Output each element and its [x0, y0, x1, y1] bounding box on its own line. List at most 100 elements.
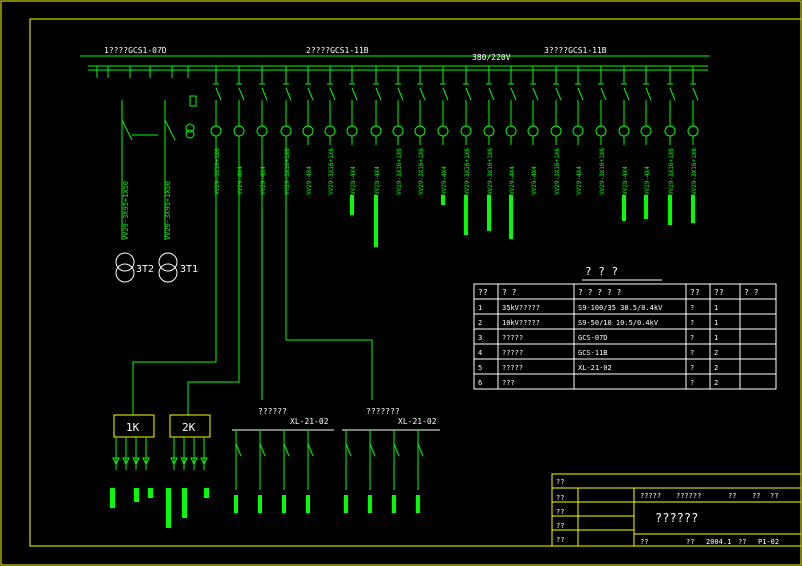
feeder-cable-label: VV29-3X16+1X6: [668, 148, 675, 195]
feeder-load-bar: [622, 195, 626, 221]
subpanel-switch: [307, 443, 314, 457]
title-block-top-cell: ??????: [676, 492, 701, 500]
feeder-cable-label: VV29-4X4: [441, 166, 448, 195]
title-block-top-cell: ?????: [640, 492, 661, 500]
title-block-bottom-cell: ??: [640, 538, 648, 546]
feeder-18: [595, 66, 607, 145]
table-cell: XL-21-02: [578, 364, 612, 372]
feeder-cable-label: VV29-3X16+1X6: [418, 148, 425, 195]
feeder-load-bar: [464, 195, 468, 235]
cabinet-load-bar: [148, 488, 153, 498]
cabinet-load-bar: [110, 488, 115, 508]
cabinet-load-bar: [166, 488, 171, 528]
table-header-cell: ? ?: [744, 288, 759, 297]
feeder-cable-label: VV29-3X16+1X6: [214, 148, 221, 195]
table-cell: S9-50/10 10.5/0.4kV: [578, 319, 659, 327]
title-block-bottom-cell: ??: [738, 538, 746, 546]
title-block-label: ??: [556, 522, 564, 530]
feeder-19: [618, 66, 630, 145]
feeder-12: [460, 66, 472, 145]
title-block-bottom-cell: 2004.1: [706, 538, 731, 546]
subpanel-a-type: XL-21-02: [290, 417, 329, 426]
feeder-17: [572, 66, 584, 145]
transformer-3t2: [115, 252, 135, 283]
feeder-9: [392, 66, 404, 145]
feeder-2: [233, 66, 245, 145]
table-cell: ?????: [502, 349, 523, 357]
subpanel-switch: [345, 443, 352, 457]
subpanel-load-bar: [234, 495, 238, 513]
distribution-lines: [132, 140, 373, 415]
left-cable-label-a: VV29-3X95+1X50: [122, 181, 130, 240]
bus-label-section1: 1????GCS1-07D: [104, 46, 167, 55]
table-cell: 10kV?????: [502, 319, 540, 327]
cabinet-load-bar: [204, 488, 209, 498]
feeder-cable-label: VV29-3X16+1X6: [487, 148, 494, 195]
table-cell: 1: [478, 304, 482, 312]
title-block-top-cell: ??: [752, 492, 760, 500]
cabinet-output-arrow: [142, 457, 150, 466]
subpanel-load-bar: [258, 495, 262, 513]
feeder-1: [210, 66, 222, 145]
subpanel-load-bar: [416, 495, 420, 513]
cabinet-load-bar: [134, 488, 139, 502]
bus-label-voltage: 380/220V: [472, 53, 511, 62]
feeder-4: [280, 66, 292, 145]
feeder-load-bar: [441, 195, 445, 205]
feeder-cable-label: VV29-4X4: [576, 166, 583, 195]
feeder-3: [256, 66, 268, 145]
subpanel-a-name: ??????: [258, 407, 287, 416]
table-cell: 1: [714, 334, 718, 342]
table-cell: 35kV?????: [502, 304, 540, 312]
bus-label-section2: 2????GCS1-11B: [306, 46, 369, 55]
feeder-8: [370, 66, 382, 145]
subpanel-switch: [283, 443, 290, 457]
inner-frame: [29, 18, 802, 547]
feeder-11: [437, 66, 449, 145]
transformer-3t1: [158, 252, 178, 283]
cabinet-outputs: [110, 437, 209, 528]
table-cell: 2: [714, 379, 718, 387]
subpanel-b-type: XL-21-02: [398, 417, 437, 426]
subpanel-switch: [417, 443, 424, 457]
table-cell: ???: [502, 379, 515, 387]
feeder-cable-label: VV29-3X16+1X6: [284, 148, 291, 195]
table-cell: 5: [478, 364, 482, 372]
bus-label-section3: 3????GCS1-11B: [544, 46, 607, 55]
incomer-section: [96, 66, 197, 240]
feeder-load-bar: [487, 195, 491, 231]
feeder-load-bar: [668, 195, 672, 225]
subpanel-b-name: ???????: [366, 407, 400, 416]
feeder-cable-label: VV29-3X16+1X6: [396, 148, 403, 195]
title-block-label: ??: [556, 508, 564, 516]
table-cell: ?: [690, 349, 694, 357]
title-block-label: ??: [556, 536, 564, 544]
table-header-cell: ??: [714, 288, 724, 297]
subpanel-switch: [235, 443, 242, 457]
subpanel-switch: [369, 443, 376, 457]
subpanel-load-bar: [282, 495, 286, 513]
cabinet-output-arrow: [122, 457, 130, 466]
feeder-cable-label: VV29-4X4: [509, 166, 516, 195]
subpanel-load-bar: [344, 495, 348, 513]
feeder-load-bar: [374, 195, 378, 247]
table-cell: ?: [690, 304, 694, 312]
table-header-cell: ? ? ? ? ?: [578, 288, 622, 297]
table-cell: 2: [714, 349, 718, 357]
cabinet-output-arrow: [112, 457, 120, 466]
cabinet-output-arrow: [190, 457, 198, 466]
cabinet-label-1k: 1K: [126, 421, 140, 434]
title-block-bottom-cell: ??: [686, 538, 694, 546]
feeder-load-bar: [691, 195, 695, 223]
table-header-cell: ??: [690, 288, 700, 297]
subpanel-switch: [393, 443, 400, 457]
table-cell: ?: [690, 334, 694, 342]
feeder-cable-label: VV29-4X4: [260, 166, 267, 195]
table-cell: 2: [714, 364, 718, 372]
feeder-load-bar: [509, 195, 513, 239]
feeder-cable-label: VV29-4X4: [622, 166, 629, 195]
table-cell: 1: [714, 304, 718, 312]
table-header-cell: ??: [478, 288, 488, 297]
